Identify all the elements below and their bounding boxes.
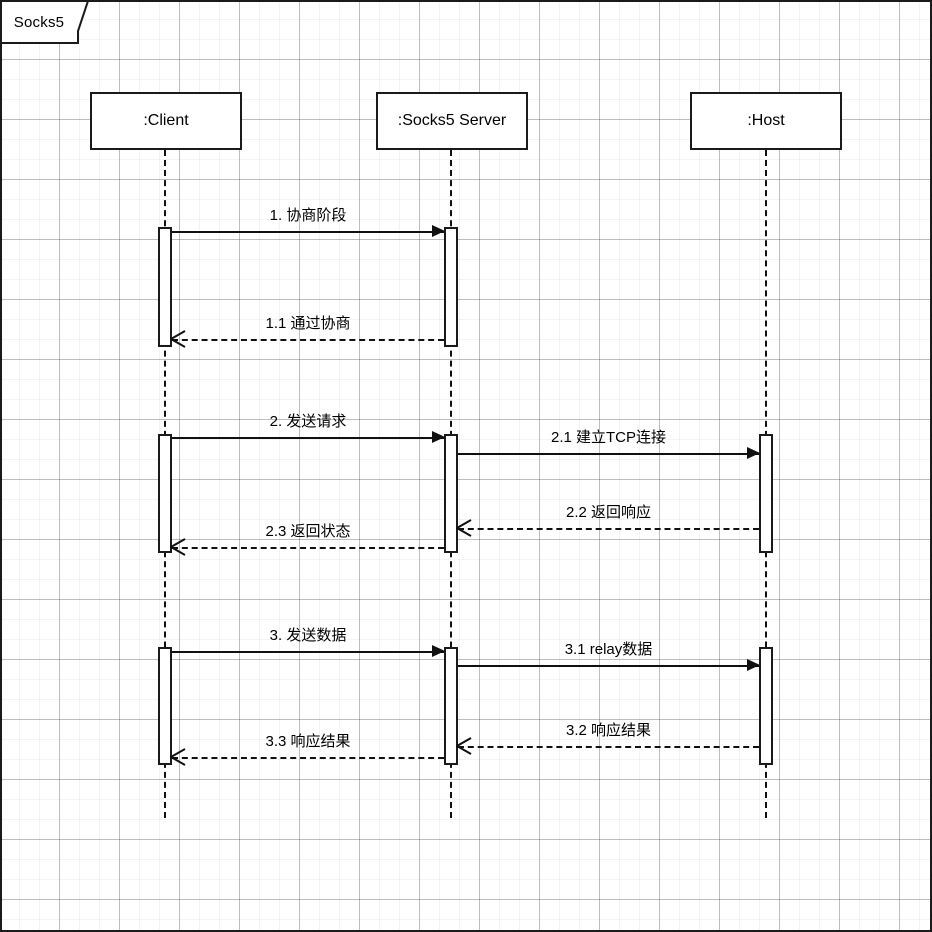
message-label-m2_2: 2.2 返回响应 [565,504,652,521]
host-activation-3 [759,647,773,765]
lifeline-label-client: :Client [143,112,189,129]
server-activation-2 [444,434,458,553]
client-activation-2 [158,434,172,553]
message-label-m3_1: 3.1 relay数据 [564,641,653,658]
message-line-m3_1 [458,665,759,667]
host-activation-2 [759,434,773,553]
arrowhead-filled-right-m3_1 [747,659,760,671]
client-activation-1 [158,227,172,347]
message-label-m2_3: 2.3 返回状态 [265,523,351,540]
arrowhead-filled-right-m3 [432,645,445,657]
message-line-m1_1 [172,339,444,341]
lifeline-label-host: :Host [747,112,785,129]
arrowhead-filled-right-m2 [432,431,445,443]
message-label-m1: 1. 协商阶段 [269,207,347,224]
message-line-m2_2 [458,528,759,530]
arrowhead-open-left-m2_2 [454,519,472,537]
message-line-m3_3 [172,757,444,759]
lifeline-label-server: :Socks5 Server [397,112,507,129]
lifeline-header-client[interactable]: :Client [90,92,242,150]
arrowhead-open-left-m3_2 [454,737,472,755]
message-label-m1_1: 1.1 通过协商 [265,315,351,332]
message-label-m3_2: 3.2 响应结果 [565,722,652,739]
message-line-m2 [172,437,444,439]
message-line-m2_3 [172,547,444,549]
arrowhead-open-left-m2_3 [168,538,186,556]
message-label-m3_3: 3.3 响应结果 [265,733,351,750]
message-line-m3_2 [458,746,759,748]
arrowhead-filled-right-m2_1 [747,447,760,459]
arrowhead-open-left-m1_1 [168,330,186,348]
frame-label-text: Socks5 [13,13,65,31]
lifeline-header-server[interactable]: :Socks5 Server [376,92,528,150]
message-line-m1 [172,231,444,233]
message-label-m2_1: 2.1 建立TCP连接 [550,429,667,446]
message-label-m2: 2. 发送请求 [269,413,347,430]
message-label-m3: 3. 发送数据 [269,627,347,644]
server-activation-1 [444,227,458,347]
arrowhead-filled-right-m1 [432,225,445,237]
message-line-m3 [172,651,444,653]
arrowhead-open-left-m3_3 [168,748,186,766]
message-line-m2_1 [458,453,759,455]
server-activation-3 [444,647,458,765]
frame-label: Socks5 [0,0,90,44]
lifeline-header-host[interactable]: :Host [690,92,842,150]
client-activation-3 [158,647,172,765]
